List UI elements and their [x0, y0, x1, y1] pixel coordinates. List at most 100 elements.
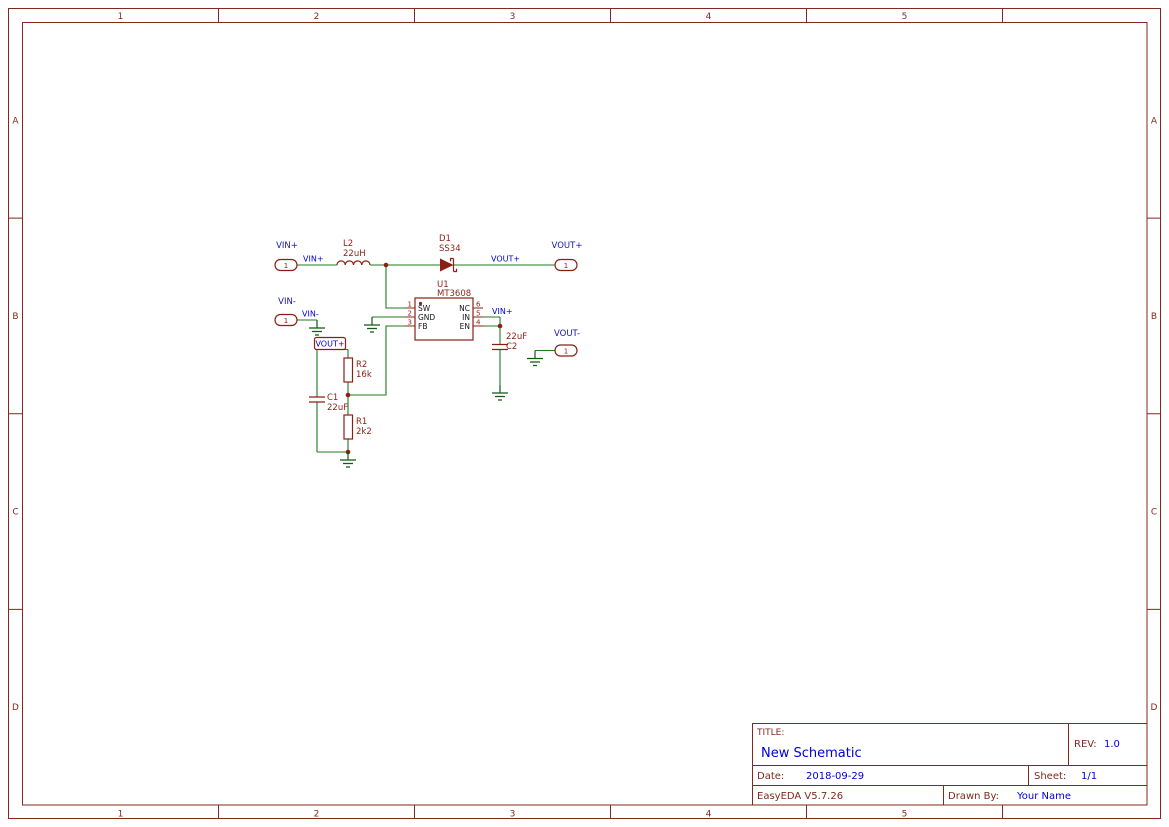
- schematic-title[interactable]: New Schematic: [761, 746, 862, 761]
- pin-number-3: 3: [408, 319, 412, 327]
- row-label-right-a: A: [1151, 116, 1158, 126]
- column-label-top-2: 2: [314, 12, 320, 22]
- junctions: [345, 262, 503, 455]
- frame-column-ticks-top: [218, 8, 1003, 23]
- rev-label: REV:: [1074, 739, 1097, 750]
- r2-value[interactable]: 16k: [356, 370, 372, 380]
- pin-number-2: 2: [408, 310, 412, 318]
- port-pin-number: 1: [284, 262, 288, 270]
- net-label-vout-plus[interactable]: VOUT+: [491, 255, 520, 264]
- sheet-value[interactable]: 1/1: [1081, 771, 1097, 782]
- l2-value[interactable]: 22uH: [343, 249, 366, 259]
- wire-fb-branch[interactable]: [348, 325, 405, 396]
- row-label-right-b: B: [1151, 312, 1157, 322]
- ground-symbol-c2[interactable]: [492, 385, 508, 401]
- ground-symbol-fb-divider[interactable]: [340, 452, 356, 468]
- component-c1-capacitor[interactable]: C1 22uF: [309, 393, 348, 413]
- ground-symbol-vin-minus[interactable]: [309, 320, 325, 336]
- diode-cathode-bar: [449, 257, 458, 273]
- d1-value[interactable]: SS34: [439, 244, 461, 254]
- inductor-symbol: [336, 260, 371, 266]
- circuit-wires: [297, 264, 555, 453]
- junction-dot: [383, 262, 389, 268]
- row-label-left-a: A: [12, 116, 19, 126]
- resistor-body: [343, 357, 354, 383]
- ic-pin-stubs: [405, 307, 483, 327]
- component-r1-resistor[interactable]: R1 2k2: [343, 414, 372, 440]
- frame-inner-border: [22, 22, 1148, 806]
- column-label-bottom-4: 4: [706, 809, 712, 819]
- resistor-body: [343, 414, 354, 440]
- c2-value[interactable]: 22uF: [506, 332, 527, 342]
- port-vout-minus[interactable]: VOUT- 1: [554, 329, 580, 357]
- r1-value[interactable]: 2k2: [356, 427, 372, 437]
- port-label: VOUT+: [552, 241, 583, 251]
- port-vout-plus[interactable]: VOUT+ 1: [552, 241, 583, 272]
- diode-anode-triangle: [440, 258, 454, 272]
- component-l2-inductor[interactable]: L2 22uH: [336, 239, 371, 266]
- row-label-right-d: D: [1151, 703, 1158, 713]
- frame-row-ticks-right: [1147, 217, 1161, 610]
- net-label-vin-plus-ic[interactable]: VIN+: [492, 307, 513, 316]
- title-block: TITLE: New Schematic REV: 1.0 Date: 2018…: [752, 723, 1148, 806]
- c1-refdes[interactable]: C1: [327, 393, 338, 403]
- frame-column-ticks-bottom: [218, 805, 1003, 819]
- pin-name-gnd: GND: [418, 313, 435, 322]
- sheet-label: Sheet:: [1034, 771, 1066, 782]
- column-label-bottom-1: 1: [118, 809, 124, 819]
- junction-dot: [497, 323, 503, 329]
- component-c2-capacitor[interactable]: 22uF C2: [492, 332, 527, 352]
- net-label-vout-plus-fb[interactable]: VOUT+: [313, 336, 347, 351]
- title-block-grid-lines: [752, 723, 1147, 805]
- port-vin-plus[interactable]: VIN+ 1: [274, 241, 298, 272]
- pin-number-5: 5: [476, 310, 480, 318]
- date-value[interactable]: 2018-09-29: [806, 771, 864, 782]
- port-label: VOUT-: [554, 329, 580, 339]
- u1-refdes[interactable]: U1: [437, 280, 449, 290]
- d1-refdes[interactable]: D1: [439, 234, 451, 244]
- pin-name-en: EN: [460, 322, 470, 331]
- capacitor-plates: [309, 396, 325, 403]
- port-shape: [554, 344, 578, 357]
- title-block-border: [752, 723, 1148, 806]
- component-u1-ic[interactable]: U1 MT3608 1 2 3 SW GND FB 6 5 4 NC IN EN: [405, 280, 483, 341]
- port-vin-minus[interactable]: VIN- 1: [274, 297, 298, 327]
- drawn-by-value[interactable]: Your Name: [1016, 791, 1071, 802]
- column-label-bottom-2: 2: [314, 809, 320, 819]
- port-pin-number: 1: [564, 347, 568, 355]
- ground-symbols: [309, 317, 543, 468]
- pin1-marker-dot: [418, 301, 423, 306]
- component-d1-diode[interactable]: D1 SS34: [439, 234, 461, 273]
- date-label: Date:: [757, 771, 784, 782]
- ground-symbol-vout-minus[interactable]: [527, 350, 543, 367]
- net-label-box: [313, 336, 347, 351]
- net-label-vin-minus[interactable]: VIN-: [302, 310, 319, 319]
- port-label: VIN+: [276, 241, 298, 251]
- pin-name-in: IN: [462, 313, 470, 322]
- pin-name-nc: NC: [459, 304, 470, 313]
- component-r2-resistor[interactable]: R2 16k: [343, 357, 372, 383]
- ic-body: [414, 297, 474, 341]
- port-pin-number: 1: [564, 262, 568, 270]
- column-label-bottom-5: 5: [902, 809, 908, 819]
- c1-value[interactable]: 22uF: [327, 403, 348, 413]
- c2-refdes[interactable]: C2: [506, 342, 517, 352]
- port-pin-number: 1: [284, 317, 288, 325]
- software-version: EasyEDA V5.7.26: [757, 791, 843, 802]
- port-shape: [274, 313, 298, 327]
- row-label-right-c: C: [1151, 508, 1157, 518]
- row-label-left-c: C: [12, 508, 18, 518]
- wire-sw-branch[interactable]: [385, 265, 405, 309]
- column-label-top-4: 4: [706, 12, 712, 22]
- ground-symbol-gnd-pin[interactable]: [364, 317, 380, 333]
- title-label: TITLE:: [756, 728, 784, 738]
- l2-refdes[interactable]: L2: [343, 239, 353, 249]
- u1-value[interactable]: MT3608: [437, 289, 471, 299]
- r2-refdes[interactable]: R2: [356, 360, 367, 370]
- rev-value[interactable]: 1.0: [1104, 739, 1120, 750]
- net-label-vin-plus[interactable]: VIN+: [303, 255, 324, 264]
- pin-number-6: 6: [476, 301, 481, 309]
- r1-refdes[interactable]: R1: [356, 417, 367, 427]
- row-label-left-d: D: [12, 703, 19, 713]
